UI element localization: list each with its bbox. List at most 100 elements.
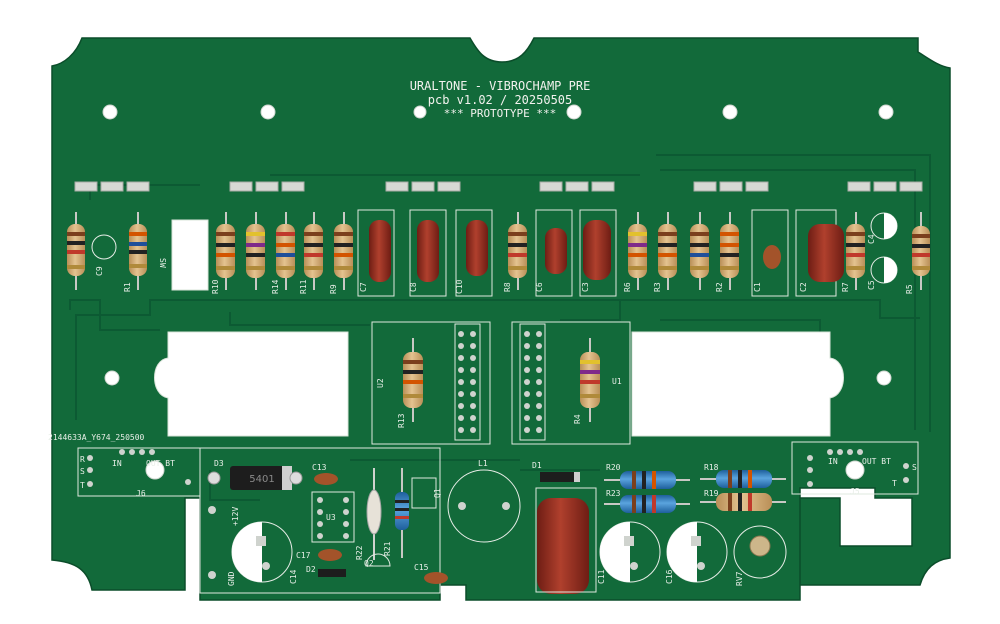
cap-big-film	[537, 498, 589, 594]
switch-cutout	[171, 219, 209, 291]
resistor-r6	[628, 212, 647, 290]
electrolytics	[599, 521, 787, 583]
label-sw: SW	[158, 258, 167, 268]
label-c5: C5	[867, 280, 876, 290]
label-r23: R23	[606, 489, 621, 498]
blue-resistors	[604, 470, 786, 513]
label-r1: R1	[123, 282, 132, 292]
reference-designators: C9 R1 SW R10 R14 R11 R9 C7 C8 C10 R8 C6 …	[80, 234, 917, 586]
tube-socket-u1	[511, 321, 631, 445]
cap-c10-body	[466, 220, 488, 276]
label-ts-t: T	[892, 479, 897, 488]
label-r5: R5	[905, 284, 914, 294]
resistor-r14	[276, 212, 295, 290]
label-r20: R20	[606, 463, 621, 472]
film-capacitors	[357, 209, 844, 297]
diode-d2	[318, 569, 346, 577]
label-c3: C3	[581, 282, 590, 292]
label-u1: U1	[612, 377, 622, 386]
resistor-r23	[620, 495, 676, 513]
tube-socket-u2	[371, 321, 491, 445]
label-c4: C4	[867, 234, 876, 244]
cap-c15	[424, 572, 448, 584]
label-r19: R19	[704, 489, 719, 498]
cap-c7-outline	[357, 209, 395, 297]
diode-d3-mark: 5401	[249, 474, 274, 485]
label-r13: R13	[397, 413, 406, 428]
cap-c8-body	[417, 220, 439, 282]
label-j5-out: OUT BT	[862, 457, 891, 466]
label-r4: R4	[573, 414, 582, 424]
label-u2: U2	[376, 378, 385, 388]
resistor-r7	[846, 212, 865, 290]
resistor-r20	[620, 471, 676, 489]
cap-c6-body	[545, 228, 567, 274]
power-section: 5401	[199, 447, 448, 594]
cap-c1-body	[763, 245, 781, 269]
diode-d1	[540, 472, 580, 482]
resistor-r2	[720, 212, 739, 290]
board-title: URALTONE - VIBROCHAMP PRE	[410, 79, 591, 93]
label-rv7: RV7	[735, 571, 744, 586]
label-u3: U3	[326, 513, 336, 522]
label-r18: R18	[704, 463, 719, 472]
small-caps-c4-c5	[91, 212, 898, 284]
resistor-r3	[658, 212, 677, 290]
label-j6: J6	[136, 489, 146, 498]
label-j5-in: IN	[828, 457, 838, 466]
resistor-r4	[580, 338, 600, 422]
label-plus12v: +12V	[231, 507, 240, 526]
tube-cutout-left	[154, 331, 349, 437]
diode-d3	[230, 466, 292, 490]
label-c14: C14	[289, 569, 298, 584]
resistor-r8	[508, 212, 527, 290]
label-c6: C6	[535, 282, 544, 292]
label-r2: R2	[715, 282, 724, 292]
resistor-r10	[216, 212, 235, 290]
label-c2: C2	[799, 282, 808, 292]
label-c16: C16	[665, 569, 674, 584]
resistor-r18	[716, 470, 772, 488]
resistor-r16	[690, 212, 709, 290]
label-r9: R9	[329, 284, 338, 294]
copper-traces	[69, 154, 931, 501]
cap-c3-body	[583, 220, 611, 280]
label-c1: C1	[753, 282, 762, 292]
label-gnd: GND	[227, 571, 236, 586]
tube-cutout-right	[631, 331, 844, 437]
label-c17: C17	[296, 551, 311, 560]
ic-u3	[311, 491, 355, 543]
label-c15: C15	[414, 563, 429, 572]
label-r7: R7	[841, 282, 850, 292]
resistor-r9	[334, 212, 353, 290]
edge-pad-rows	[74, 181, 923, 192]
transistor-q1	[411, 477, 437, 509]
label-d2: D2	[306, 565, 316, 574]
label-c13: C13	[312, 463, 327, 472]
resistor-row-top	[67, 212, 930, 290]
label-j6-out: OUT BT	[146, 459, 175, 468]
jack-j5-area	[791, 441, 919, 495]
label-rst-t: T	[80, 481, 85, 490]
cap-c2-body	[808, 224, 844, 282]
label-c8: C8	[409, 282, 418, 292]
cap-c7-body	[369, 220, 391, 282]
label-j6-in: IN	[112, 459, 122, 468]
resistor-r21	[395, 468, 409, 558]
label-r11: R11	[299, 279, 308, 294]
label-r3: R3	[653, 282, 662, 292]
label-r8: R8	[503, 282, 512, 292]
mounting-holes	[102, 104, 894, 480]
board-status: *** PROTOTYPE ***	[444, 107, 557, 120]
label-rst-r: R	[80, 455, 85, 464]
resistor-r5	[912, 212, 930, 290]
label-ts-s: S	[912, 463, 917, 472]
order-code: 2144633A_Y674_250500	[48, 433, 145, 442]
label-r6: R6	[623, 282, 632, 292]
label-r22: R22	[355, 545, 364, 560]
label-c9: C9	[95, 266, 104, 276]
trimmer-rv7	[733, 525, 787, 579]
resistor-r13	[403, 338, 423, 422]
cap-c13	[314, 473, 338, 485]
